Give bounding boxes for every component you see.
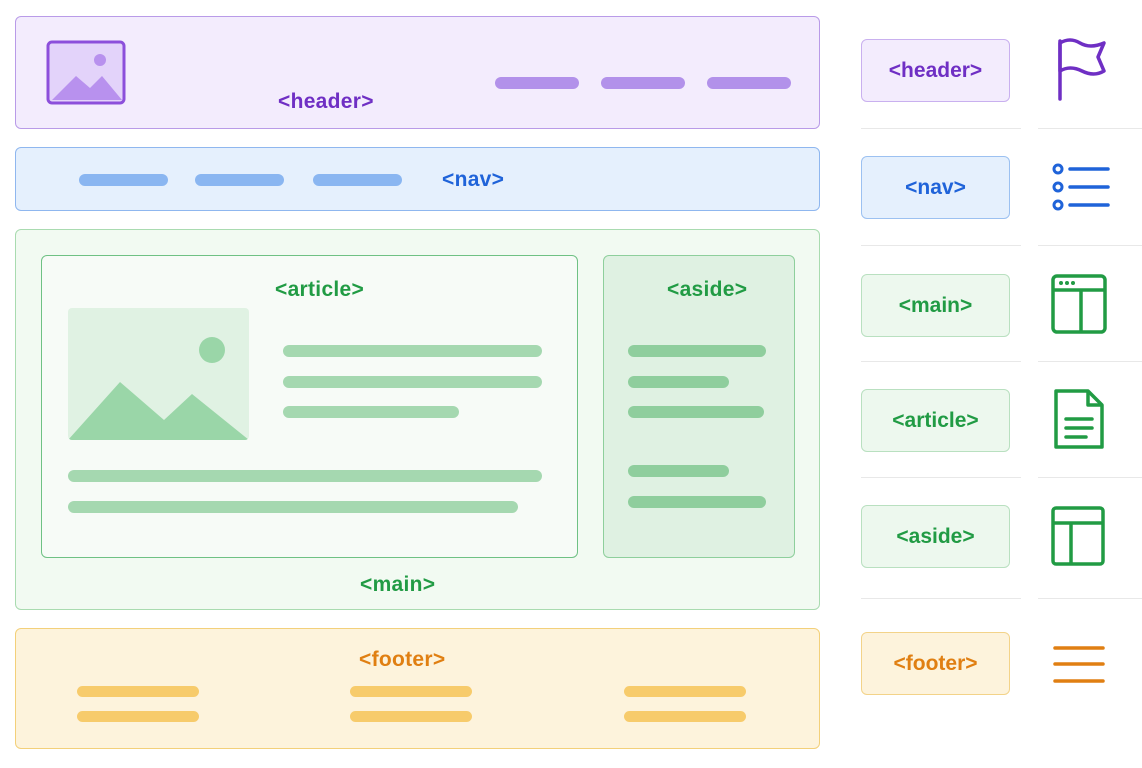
main-region: <article> <aside> <main> — [15, 229, 820, 610]
text-line-placeholder — [628, 496, 766, 508]
legend-divider — [861, 245, 1021, 246]
image-icon — [46, 40, 126, 105]
header-nav-placeholder — [495, 77, 579, 89]
legend-label-footer: <footer> — [861, 632, 1010, 695]
legend-label-nav: <nav> — [861, 156, 1010, 219]
text-line-placeholder — [68, 501, 518, 513]
article-region: <article> — [41, 255, 578, 558]
menu-lines-icon — [1053, 646, 1105, 683]
footer-link-placeholder — [624, 686, 746, 697]
footer-link-placeholder — [77, 686, 199, 697]
text-line-placeholder — [68, 470, 542, 482]
legend-divider — [1038, 361, 1142, 362]
image-icon — [68, 337, 249, 440]
text-line-placeholder — [628, 465, 729, 477]
legend-label-header: <header> — [861, 39, 1010, 102]
sidebar-layout-icon — [1051, 506, 1105, 566]
document-icon — [1054, 389, 1104, 449]
nav-link-placeholder — [313, 174, 402, 186]
aside-tag: <aside> — [667, 278, 748, 301]
nav-region: <nav> — [15, 147, 820, 211]
article-tag: <article> — [275, 278, 365, 301]
legend-divider — [861, 477, 1021, 478]
legend-divider — [861, 128, 1021, 129]
footer-link-placeholder — [350, 686, 472, 697]
text-line-placeholder — [628, 345, 766, 357]
main-tag: <main> — [360, 573, 436, 596]
nav-tag: <nav> — [442, 168, 505, 191]
footer-link-placeholder — [77, 711, 199, 722]
browser-window-icon — [1051, 274, 1107, 334]
flag-icon — [1058, 38, 1106, 101]
legend-label-main: <main> — [861, 274, 1010, 337]
aside-region: <aside> — [603, 255, 795, 558]
list-icon — [1052, 163, 1110, 211]
footer-link-placeholder — [624, 711, 746, 722]
footer-region: <footer> — [15, 628, 820, 749]
nav-link-placeholder — [79, 174, 168, 186]
text-line-placeholder — [628, 406, 764, 418]
text-line-placeholder — [283, 345, 542, 357]
legend-label-article: <article> — [861, 389, 1010, 452]
legend-divider — [1038, 245, 1142, 246]
legend-divider — [861, 361, 1021, 362]
header-nav-placeholder — [601, 77, 685, 89]
legend-divider — [861, 598, 1021, 599]
footer-tag: <footer> — [359, 648, 446, 671]
legend-divider — [1038, 128, 1142, 129]
header-tag: <header> — [278, 90, 374, 113]
header-nav-placeholder — [707, 77, 791, 89]
text-line-placeholder — [628, 376, 729, 388]
text-line-placeholder — [283, 406, 459, 418]
legend-divider — [1038, 598, 1142, 599]
header-region: <header> — [15, 16, 820, 129]
footer-link-placeholder — [350, 711, 472, 722]
text-line-placeholder — [283, 376, 542, 388]
article-image-placeholder — [68, 308, 249, 440]
nav-link-placeholder — [195, 174, 284, 186]
legend-label-aside: <aside> — [861, 505, 1010, 568]
legend-divider — [1038, 477, 1142, 478]
